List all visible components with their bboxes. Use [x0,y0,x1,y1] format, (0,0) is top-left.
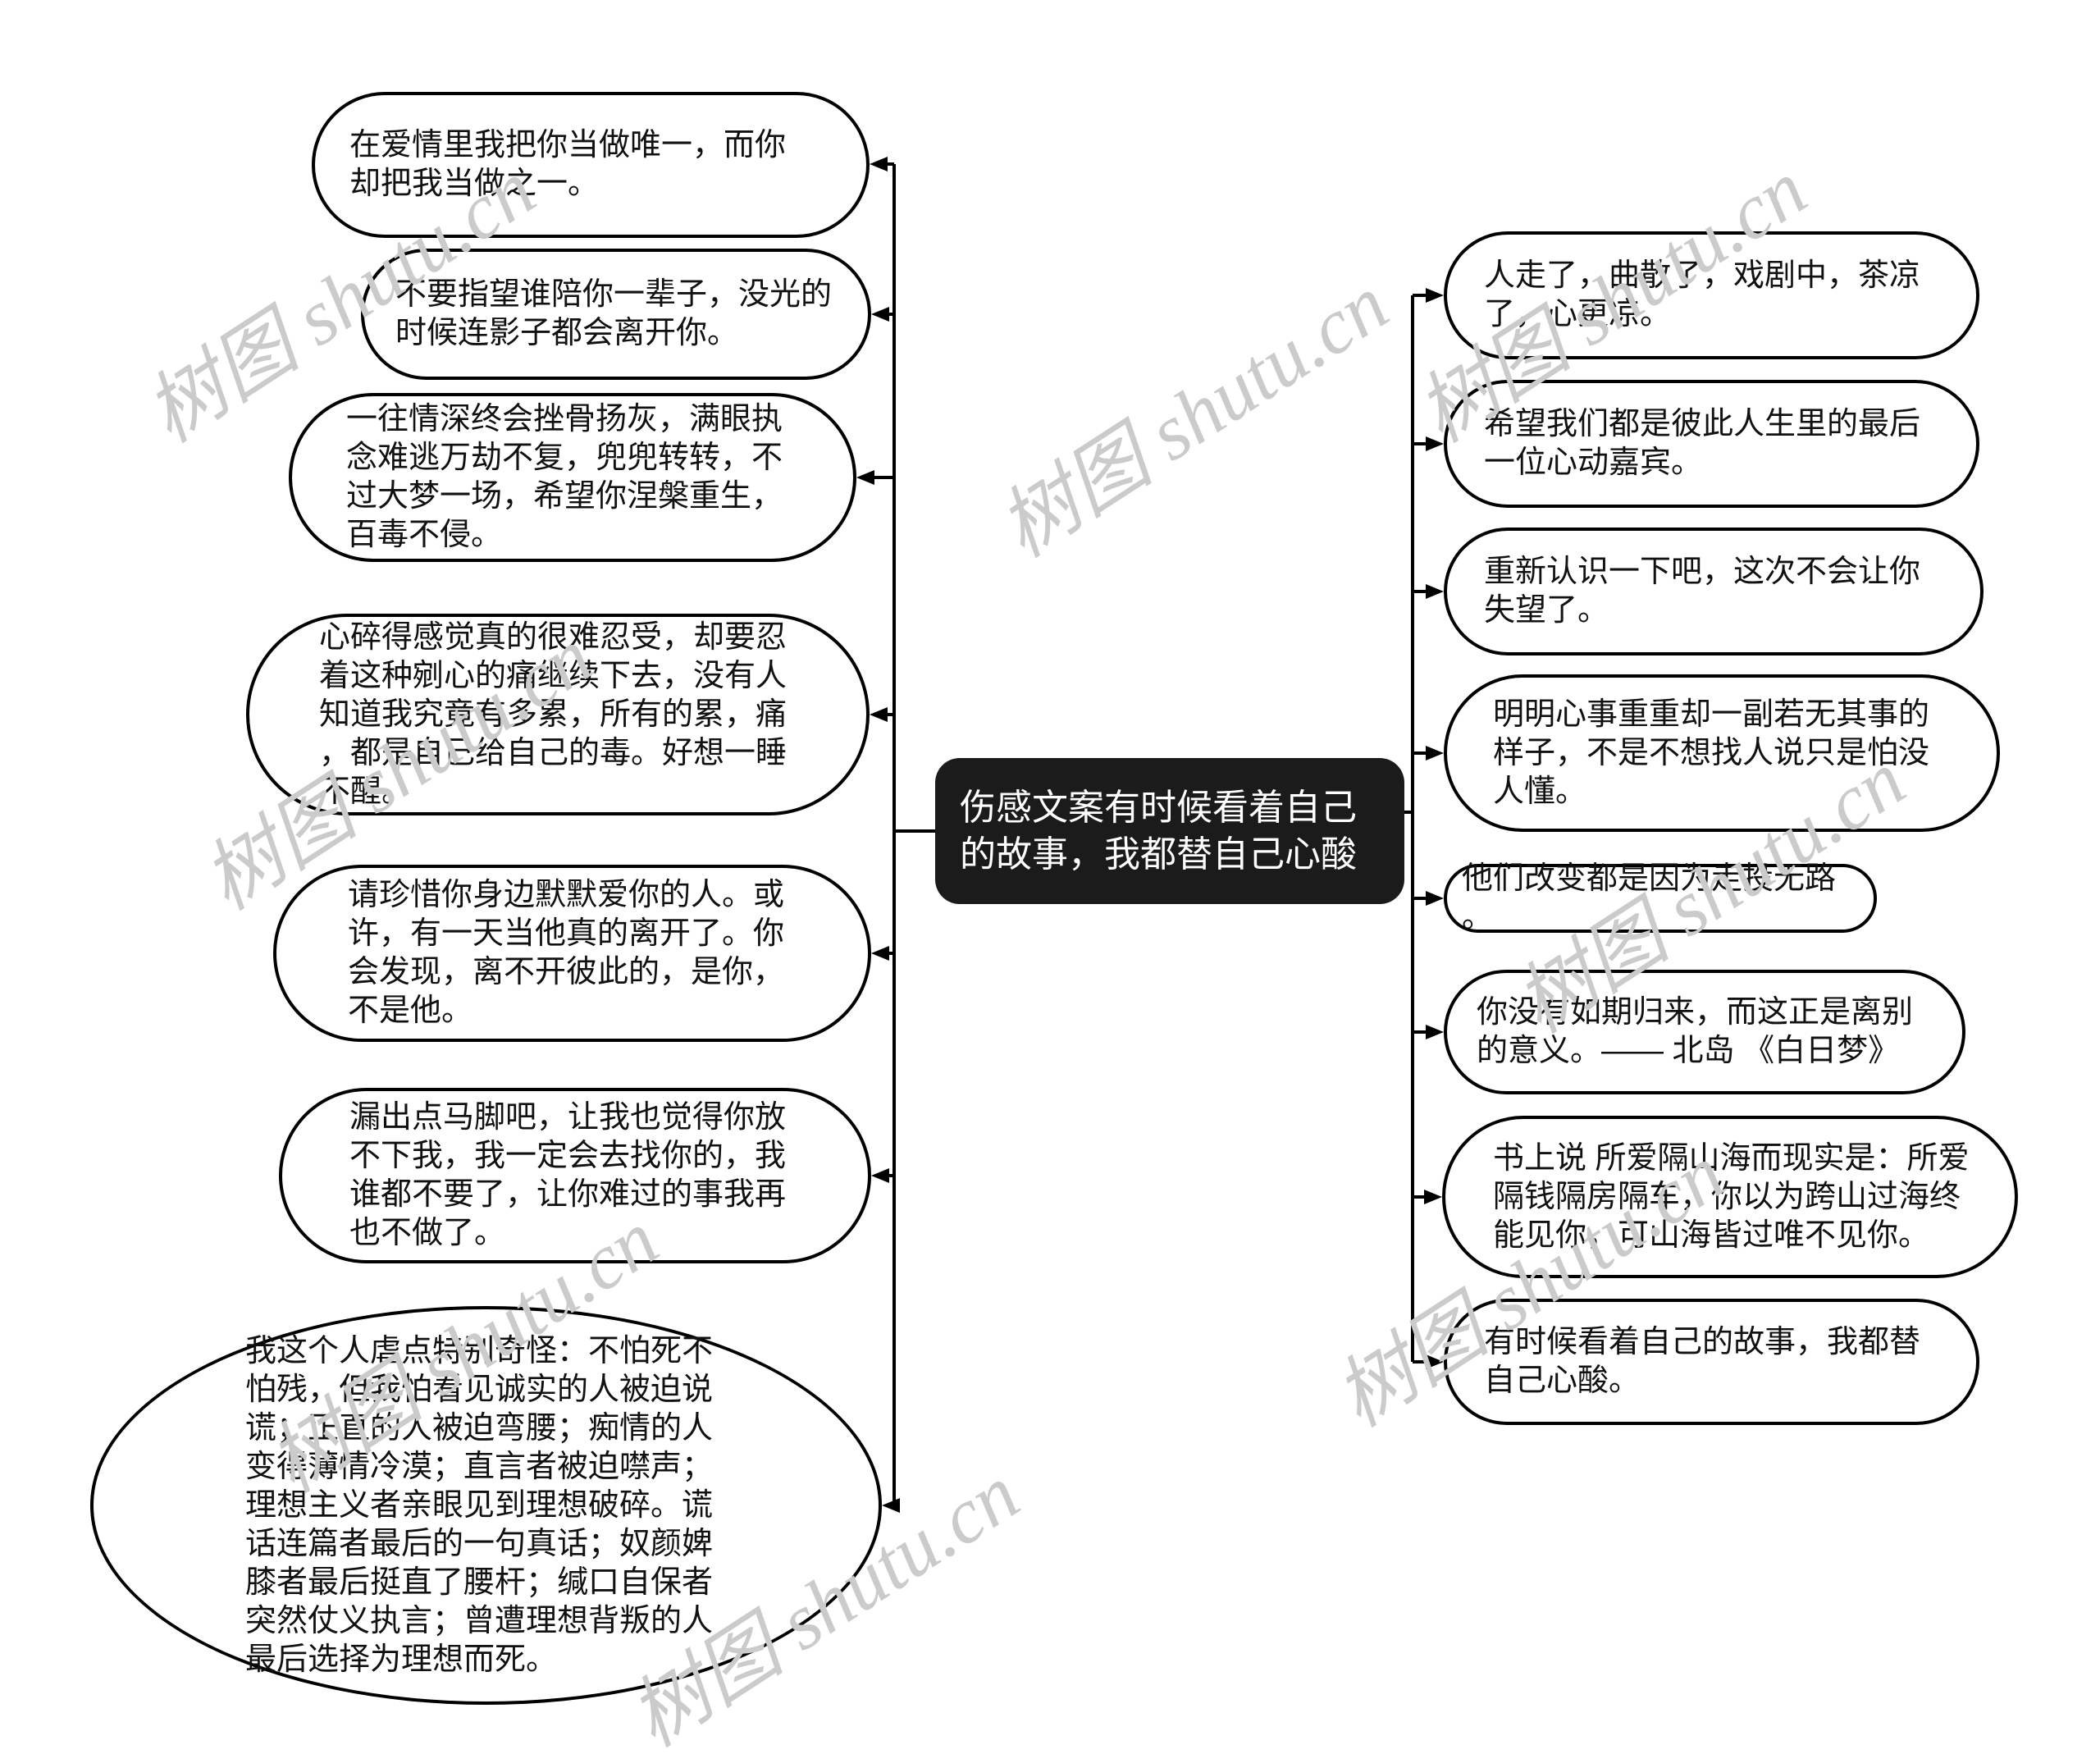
arrow-left-3 [870,707,888,722]
left-node-6[interactable]: 我这个人虐点特别奇怪：不怕死不怕残，但我怕看见诚实的人被迫说谎；正直的人被迫弯腰… [90,1306,882,1705]
right-node-0-text: 人走了，曲散了，戏剧中，茶凉了，心更凉。 [1484,258,1921,331]
arrow-right-0 [1426,288,1444,303]
left-node-5[interactable]: 漏出点马脚吧，让我也觉得你放不下我，我一定会去找你的，我谁都不要了，让你难过的事… [279,1088,871,1263]
right-node-7[interactable]: 有时候看着自己的故事，我都替自己心酸。 [1444,1299,1979,1425]
right-node-4-text: 他们改变都是因为走投无路。 [1462,861,1837,934]
right-node-7-text: 有时候看着自己的故事，我都替自己心酸。 [1484,1325,1921,1398]
arrow-right-1 [1426,436,1444,451]
left-node-0[interactable]: 在爱情里我把你当做唯一，而你却把我当做之一。 [312,92,870,238]
arrow-right-3 [1426,746,1444,761]
left-node-3-text: 心碎得感觉真的很难忍受，却要忍着这种剜心的痛继续下去，没有人知道我究竟有多累，所… [319,619,788,809]
arrow-left-1 [871,307,889,322]
right-node-1[interactable]: 希望我们都是彼此人生里的最后一位心动嘉宾。 [1444,380,1979,508]
left-node-6-text: 我这个人虐点特别奇怪：不怕死不怕残，但我怕看见诚实的人被迫说谎；正直的人被迫弯腰… [245,1333,714,1677]
left-node-4-text: 请珍惜你身边默默爱你的人。或许，有一天当他真的离开了。你会发现，离不开彼此的，是… [348,878,785,1028]
left-node-5-text: 漏出点马脚吧，让我也觉得你放不下我，我一定会去找你的，我谁都不要了，让你难过的事… [349,1100,787,1250]
left-node-2-text: 一往情深终会挫骨扬灰，满眼执念难逃万劫不复，兜兜转转，不过大梦一场，希望你涅槃重… [346,402,783,552]
right-node-4[interactable]: 他们改变都是因为走投无路。 [1444,861,1877,934]
left-node-1[interactable]: 不要指望谁陪你一辈子，没光的时候连影子都会离开你。 [361,249,871,380]
right-node-6[interactable]: 书上说 所爱隔山海而现实是：所爱隔钱隔房隔车，你以为跨山过海终能见你，可山海皆过… [1442,1116,2018,1278]
left-node-2[interactable]: 一往情深终会挫骨扬灰，满眼执念难逃万劫不复，兜兜转转，不过大梦一场，希望你涅槃重… [289,393,856,562]
arrow-right-5 [1426,1025,1444,1039]
arrow-right-2 [1426,584,1444,599]
left-node-0-text: 在爱情里我把你当做唯一，而你却把我当做之一。 [349,128,787,201]
right-node-1-text: 希望我们都是彼此人生里的最后一位心动嘉宾。 [1484,407,1921,480]
arrow-left-6 [882,1498,900,1513]
right-node-5-text: 你没有如期归来，而这正是离别的意义。—— 北岛 《白日梦》 [1477,995,1914,1068]
right-node-0[interactable]: 人走了，曲散了，戏剧中，茶凉了，心更凉。 [1444,231,1979,359]
arrow-right-6 [1424,1190,1442,1204]
right-node-3-text: 明明心事重重却一副若无其事的样子，不是不想找人说只是怕没人懂。 [1493,697,1930,809]
right-node-5[interactable]: 你没有如期归来，而这正是离别的意义。—— 北岛 《白日梦》 [1444,970,1965,1094]
left-node-1-text: 不要指望谁陪你一辈子，没光的时候连影子都会离开你。 [395,277,833,350]
arrow-left-5 [871,1168,889,1183]
arrow-right-4 [1426,891,1444,906]
right-node-2[interactable]: 重新认识一下吧，这次不会让你失望了。 [1444,528,1984,655]
right-node-3[interactable]: 明明心事重重却一副若无其事的样子，不是不想找人说只是怕没人懂。 [1444,674,2000,832]
right-node-6-text: 书上说 所爱隔山海而现实是：所爱隔钱隔房隔车，你以为跨山过海终能见你，可山海皆过… [1493,1140,1970,1253]
central-topic-node[interactable]: 伤感文案有时候看着自己的故事，我都替自己心酸 [935,758,1404,904]
arrow-right-7 [1426,1354,1444,1369]
arrow-left-2 [856,470,874,485]
arrow-left-0 [870,157,888,171]
left-node-4[interactable]: 请珍惜你身边默默爱你的人。或许，有一天当他真的离开了。你会发现，离不开彼此的，是… [273,865,871,1042]
arrow-left-4 [871,946,889,961]
arrowheads [856,157,1444,1513]
central-topic-text: 伤感文案有时候看着自己的故事，我都替自己心酸 [960,788,1357,875]
right-node-2-text: 重新认识一下吧，这次不会让你失望了。 [1484,555,1921,628]
left-node-3[interactable]: 心碎得感觉真的很难忍受，却要忍着这种剜心的痛继续下去，没有人知道我究竟有多累，所… [246,614,870,815]
